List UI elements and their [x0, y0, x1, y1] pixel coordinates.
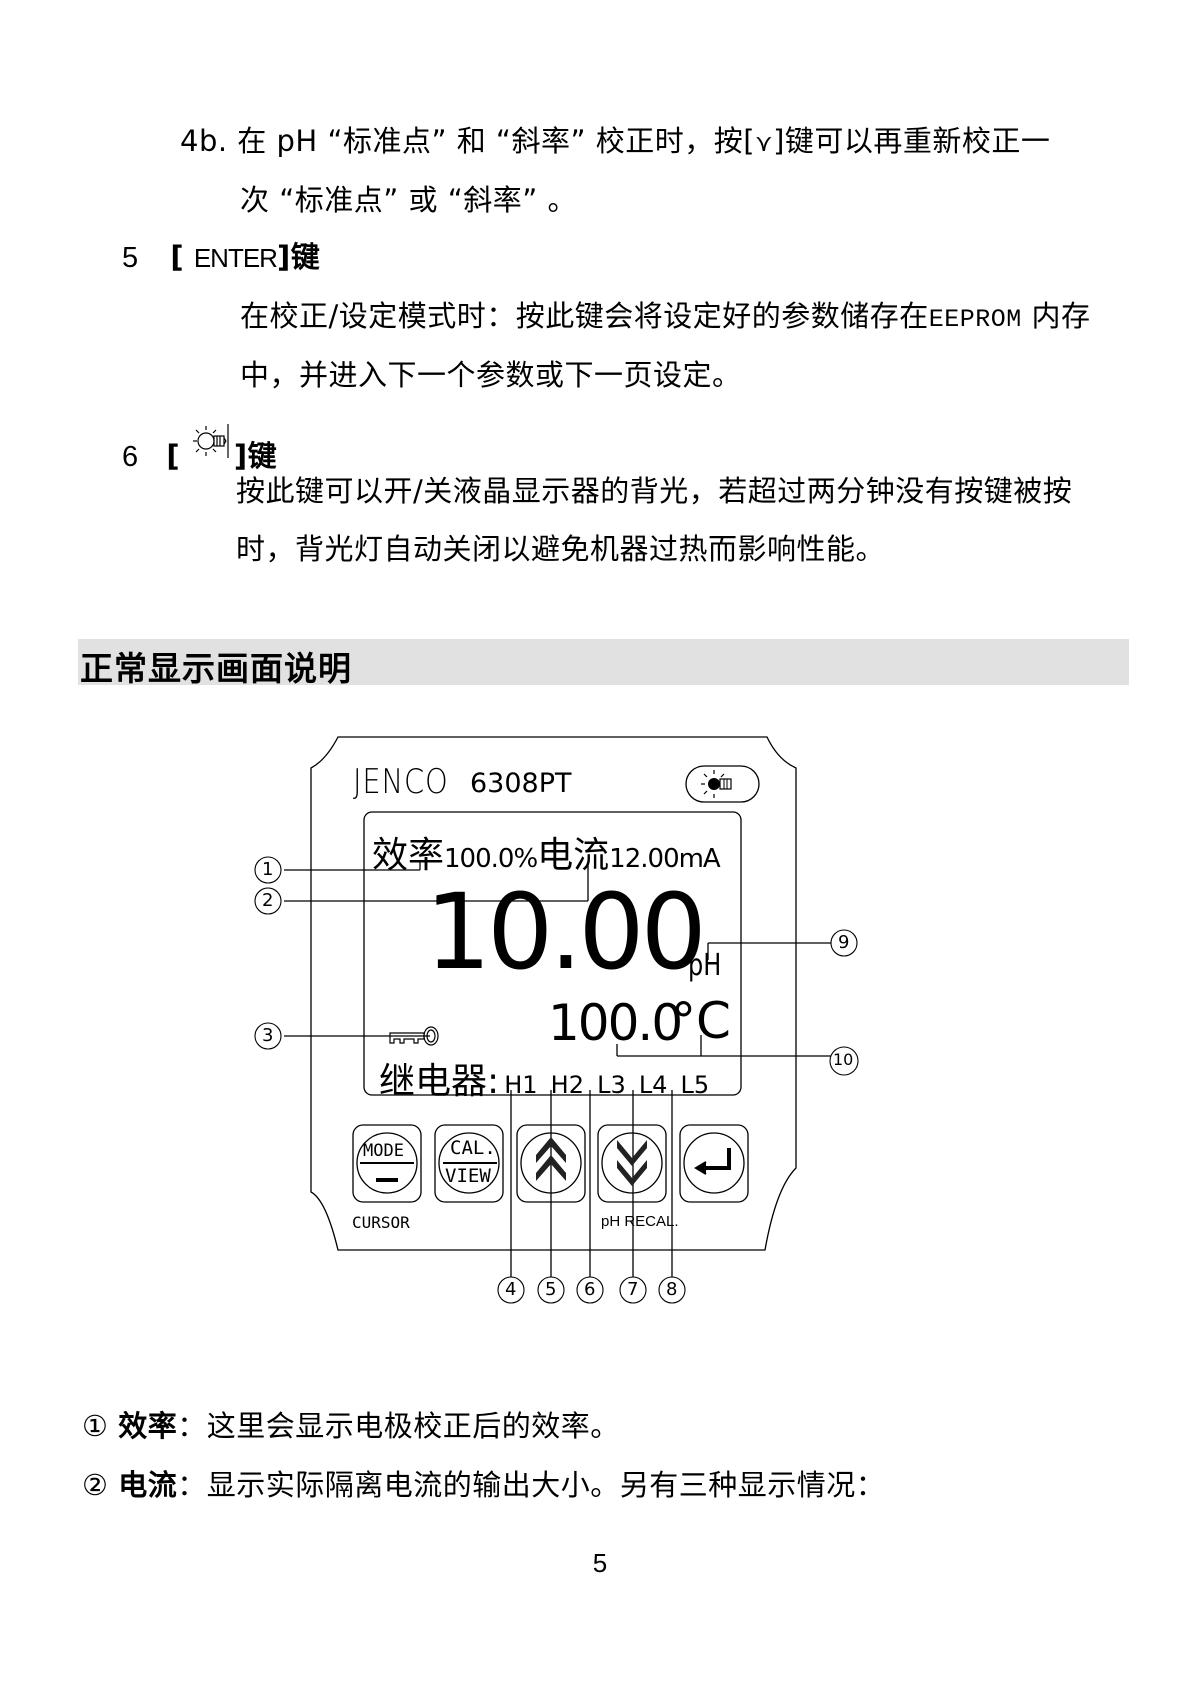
page-number: 5: [592, 1548, 608, 1578]
relay-l5: L5: [680, 1071, 710, 1099]
item-5-bracket-open: [: [170, 240, 185, 274]
callout-4-label: 4: [505, 1279, 517, 1300]
item-5-line2: 中，并进入下一个参数或下一页设定。: [240, 358, 742, 392]
callout-1-label: 1: [262, 859, 274, 880]
enter-key-label: ENTER: [193, 243, 278, 273]
legend-item-current: ② 电流：显示实际隔离电流的输出大小。另有三种显示情况：: [82, 1462, 885, 1504]
legend-marker: ①: [82, 1409, 109, 1443]
item-5-line1: 在校正/设定模式时：按此键会将设定好的参数储存在EEPROM 内存: [240, 293, 1091, 335]
lcd-window: [363, 811, 742, 1096]
callout-10: [829, 1046, 859, 1076]
legend-term: 电流: [118, 1468, 178, 1502]
relay-h2: H2: [550, 1071, 584, 1099]
mode-button-label[interactable]: MODE: [363, 1141, 404, 1161]
ph-reading: 10.00: [425, 871, 707, 993]
relay-label: 继电器:: [379, 1061, 500, 1102]
item-6-line1: 按此键可以开/关液晶显示器的背光，若超过两分钟没有按键被按: [236, 474, 1073, 508]
current-label: 电流: [537, 835, 610, 876]
device-model: 6308PT: [470, 768, 572, 799]
enter-arrow-icon: [694, 1148, 731, 1175]
cal-view-button: [434, 1124, 504, 1203]
ph-recal-label: pH RECAL.: [601, 1213, 679, 1230]
callout-2-label: 2: [262, 890, 274, 911]
efficiency-value: 100.0%: [444, 844, 538, 874]
callout-7-label: 7: [627, 1279, 639, 1300]
backlight-button: [685, 765, 760, 803]
callout-4: [497, 1276, 525, 1304]
double-chevron-up-icon: [536, 1137, 566, 1181]
temperature-reading: 100.0: [548, 994, 683, 1052]
temperature-unit: °C: [671, 992, 731, 1050]
cal-button-label-bottom[interactable]: VIEW: [445, 1165, 491, 1187]
relay-h1: H1: [504, 1071, 538, 1099]
down-button: [597, 1124, 667, 1203]
callout-9: [830, 929, 858, 957]
item-6-line2: 时，背光灯自动关闭以避免机器过热而影响性能。: [236, 532, 886, 566]
callout-8: [658, 1276, 686, 1304]
device-housing: [310, 736, 797, 1251]
callout-6: [576, 1276, 604, 1304]
callout-5: [537, 1276, 565, 1304]
backlight-bulb-icon: [701, 770, 732, 798]
legend-term: 效率: [118, 1409, 178, 1443]
double-chevron-down-icon: [617, 1140, 647, 1186]
callout-2: [254, 887, 282, 915]
enter-button: [679, 1124, 749, 1203]
callout-10-label: 10: [833, 1050, 854, 1069]
item-5-number: 5: [122, 242, 139, 274]
relay-l3: L3: [597, 1071, 626, 1099]
section-header-bar: [78, 639, 1129, 685]
legend-text: 显示实际隔离电流的输出大小。另有三种显示情况：: [206, 1468, 886, 1502]
callout-9-label: 9: [838, 932, 850, 953]
callout-5-label: 5: [545, 1279, 557, 1300]
eeprom-text: EEPROM: [928, 305, 1022, 334]
item-4b-text-prefix: 4b. 在 pH “标准点” 和 “斜率” 校正时，按[: [180, 124, 756, 158]
section-title: 正常显示画面说明: [80, 649, 352, 688]
current-value: 12.00mA: [609, 844, 721, 874]
callout-6-label: 6: [584, 1279, 596, 1300]
callout-8-label: 8: [666, 1279, 678, 1300]
efficiency-label: 效率: [372, 835, 445, 876]
legend-sep: ：: [177, 1409, 207, 1443]
key-icon: [389, 1026, 439, 1046]
callout-7: [619, 1276, 647, 1304]
callout-3: [254, 1022, 282, 1050]
item-4b-line2: 次 “标准点” 或 “斜率” 。: [240, 183, 577, 217]
backlight-bulb-icon: [190, 424, 234, 458]
legend-sep: ：: [177, 1468, 207, 1502]
item-6-bracket-close: ]键: [233, 439, 278, 473]
item-6-bracket-open: [: [166, 439, 181, 473]
device-brand: JENCO: [353, 762, 449, 802]
mode-dash-icon: [376, 1178, 398, 1182]
legend-item-efficiency: ① 效率：这里会显示电极校正后的效率。: [82, 1403, 620, 1445]
cursor-label: CURSOR: [352, 1213, 410, 1232]
cal-button-label-top[interactable]: CAL.: [450, 1137, 496, 1159]
item-5-heading: 5 [ ENTER]键: [122, 234, 320, 276]
item-4b-text-suffix: ]键可以再重新校正一: [773, 124, 1051, 158]
item-5-text-prefix: 在校正/设定模式时：按此键会将设定好的参数储存在: [240, 299, 929, 333]
ph-unit: pH: [688, 948, 722, 983]
lcd-top-row: 效率100.0%电流12.00mA: [372, 826, 721, 878]
relay-l4: L4: [638, 1071, 668, 1099]
legend-text: 这里会显示电极校正后的效率。: [206, 1409, 620, 1443]
item-4b-line1: 4b. 在 pH “标准点” 和 “斜率” 校正时，按[⋎]键可以再重新校正一: [180, 118, 1050, 160]
down-key-icon: ⋎: [755, 129, 774, 157]
legend-marker: ②: [82, 1468, 109, 1502]
item-5-bracket-close: ]键: [276, 240, 321, 274]
item-6-heading: 6 [ ]键: [122, 424, 277, 475]
item-5-text-suffix: 内存: [1021, 299, 1091, 333]
mode-button: [352, 1124, 422, 1203]
callout-3-label: 3: [262, 1025, 274, 1046]
callout-1: [254, 856, 282, 884]
relay-row: 继电器: H1 H2 L3 L4 L5: [379, 1052, 709, 1104]
item-6-number: 6: [122, 441, 139, 473]
